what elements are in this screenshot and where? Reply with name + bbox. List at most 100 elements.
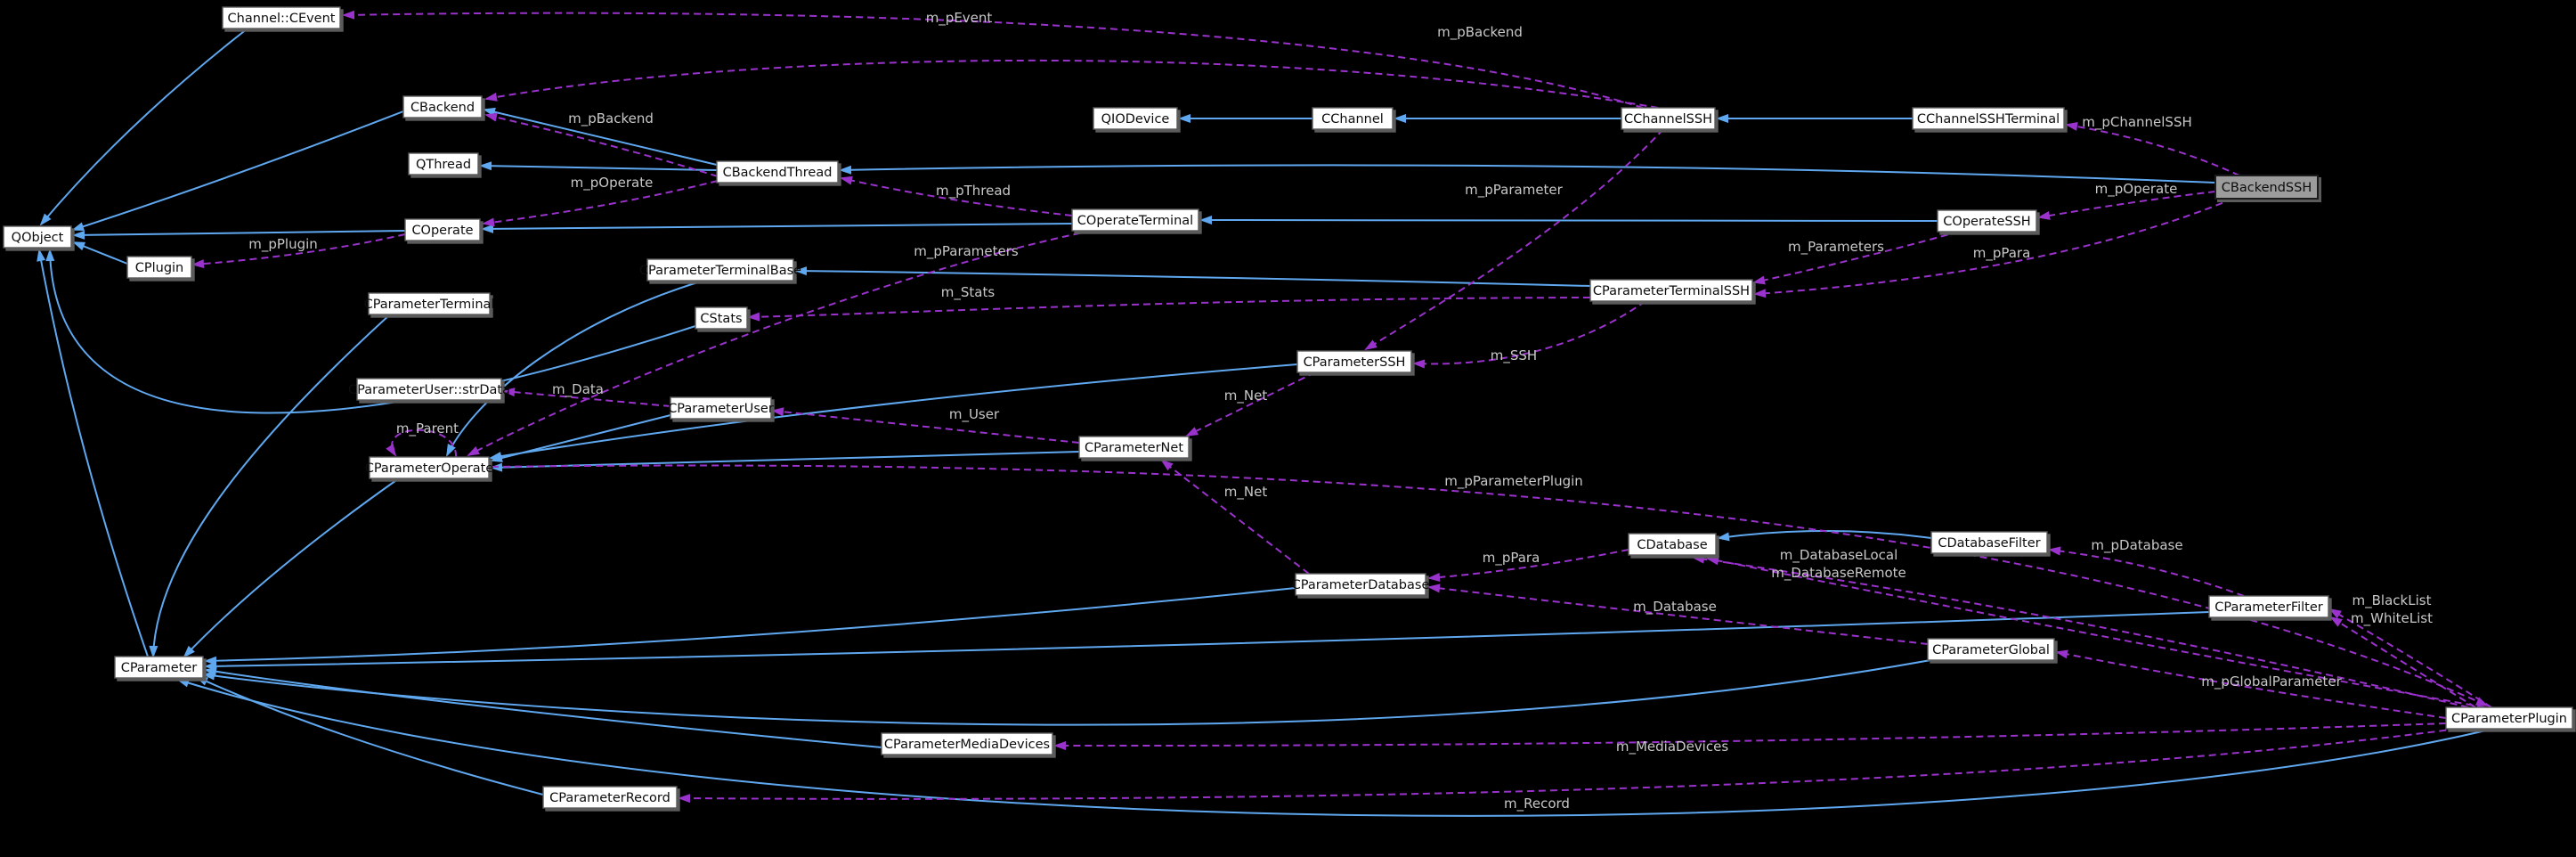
- node-box-cparameter[interactable]: [114, 656, 204, 679]
- node-label-cchannelsshterminal: CChannelSSHTerminal: [1917, 112, 2060, 127]
- node-label-cplugin: CPlugin: [135, 261, 184, 275]
- node-qobject[interactable]: QObject: [3, 225, 72, 249]
- node-box-cchannelsshterminal[interactable]: [1912, 107, 2065, 130]
- node-cbackendssh[interactable]: CBackendSSH: [2214, 175, 2319, 200]
- node-cparameter[interactable]: CParameter: [114, 656, 204, 679]
- node-label-cparameteruser-strdata: CParameterUser::strData: [348, 383, 510, 397]
- node-box-cparameterssh[interactable]: [1296, 350, 1412, 373]
- edge-label-m-pbackend: m_pBackend: [1437, 24, 1523, 41]
- node-cbackend[interactable]: CBackend: [402, 95, 483, 118]
- edge-label-m-pparameters: m_pParameters: [914, 243, 1019, 260]
- edge-label-m-stats: m_Stats: [941, 284, 995, 301]
- node-box-cbackendthread[interactable]: [716, 160, 839, 184]
- node-box-cparameterterminalbase[interactable]: [646, 258, 794, 282]
- node-label-cbackendthread: CBackendThread: [723, 166, 833, 180]
- node-box-cdatabase[interactable]: [1628, 533, 1717, 556]
- member-edge-coperatessh-cparameterterminalssh: [1752, 231, 1960, 285]
- node-box-cparameteruser[interactable]: [670, 396, 772, 420]
- node-cparameteruser-strdata[interactable]: CParameterUser::strData: [348, 378, 510, 401]
- node-box-qobject[interactable]: [3, 225, 72, 249]
- node-cparameterterminal[interactable]: CParameterTerminal: [364, 292, 495, 315]
- inherit-edge-cparameterterminal-cparameter: [149, 314, 391, 658]
- inherit-edge-cparameterterminalbase-cparameteroperate: [446, 280, 704, 457]
- node-box-coperateterminal[interactable]: [1071, 208, 1199, 232]
- node-cparametermediadevices[interactable]: CParameterMediaDevices: [881, 732, 1053, 755]
- node-label-cparameterterminalssh: CParameterTerminalSSH: [1593, 284, 1750, 298]
- node-label-cdatabasefilter: CDatabaseFilter: [1938, 536, 2040, 551]
- node-cchannelsshterminal[interactable]: CChannelSSHTerminal: [1912, 107, 2065, 130]
- member-edge-cparameterssh-cparameternet: [1185, 371, 1316, 437]
- member-edge-cparameterplugin-cparameterfilter: [2329, 616, 2476, 708]
- node-cparameterdatabase[interactable]: CParameterDatabase: [1292, 573, 1430, 596]
- node-box-cparametermediadevices[interactable]: [881, 732, 1053, 755]
- inherit-edge-cplugin-qobject: [72, 241, 128, 265]
- node-cchannel[interactable]: CChannel: [1312, 107, 1394, 130]
- member-edge-cparameterplugin-cparametermediadevices: [1053, 722, 2447, 751]
- node-label-cparameterdatabase: CParameterDatabase: [1292, 578, 1430, 592]
- node-box-cparameterterminal[interactable]: [368, 292, 491, 315]
- node-cstats[interactable]: CStats: [695, 306, 748, 330]
- node-label-qiodevice: QIODevice: [1101, 112, 1170, 127]
- edge-label-m-ssh: m_SSH: [1491, 347, 1537, 364]
- node-box-cparameterplugin[interactable]: [2445, 706, 2573, 730]
- node-cparameternet[interactable]: CParameterNet: [1078, 436, 1190, 459]
- node-box-cparameteroperate[interactable]: [369, 456, 490, 479]
- node-box-cparameterdatabase[interactable]: [1295, 573, 1426, 596]
- node-cparameteruser[interactable]: CParameterUser: [668, 396, 774, 420]
- node-cparameterglobal[interactable]: CParameterGlobal: [1927, 638, 2055, 661]
- inherit-edge-cparameterdatabase-cparameter: [204, 587, 1296, 665]
- member-edge-cparameteruser-cparameteruser-strdata: [502, 388, 671, 407]
- node-cparameterssh[interactable]: CParameterSSH: [1296, 350, 1412, 373]
- node-box-coperatessh[interactable]: [1937, 209, 2037, 233]
- node-box-cbackendssh[interactable]: [2214, 175, 2319, 200]
- inherit-edge-cparametermediadevices-cparameter: [204, 666, 882, 748]
- node-cbackendthread[interactable]: CBackendThread: [716, 160, 839, 184]
- node-cparameterplugin[interactable]: CParameterPlugin: [2445, 706, 2573, 730]
- node-box-cplugin[interactable]: [126, 256, 192, 279]
- node-cparameterrecord[interactable]: CParameterRecord: [542, 786, 678, 809]
- node-qiodevice[interactable]: QIODevice: [1093, 107, 1178, 130]
- node-cdatabase[interactable]: CDatabase: [1628, 533, 1717, 556]
- edge-label-m-ppara: m_pPara: [1973, 245, 2031, 262]
- member-edge-cparameterglobal-cparameterdatabase: [1427, 584, 1929, 645]
- node-box-cparameternet[interactable]: [1078, 436, 1190, 459]
- node-qthread[interactable]: QThread: [408, 152, 479, 175]
- node-label-cparameterterminalbase: CParameterTerminalBase: [639, 264, 801, 278]
- node-cplugin[interactable]: CPlugin: [126, 256, 192, 279]
- node-box-channel-cevent[interactable]: [222, 6, 341, 29]
- node-cdatabasefilter[interactable]: CDatabaseFilter: [1930, 531, 2048, 554]
- node-label-cparameterglobal: CParameterGlobal: [1932, 643, 2050, 657]
- node-box-cstats[interactable]: [695, 306, 748, 330]
- node-coperateterminal[interactable]: COperateTerminal: [1071, 208, 1199, 232]
- member-edge-coperateterminal-cparameteroperate: [467, 230, 1093, 456]
- node-label-cparameteroperate: CParameterOperate: [365, 461, 494, 476]
- member-edge-cchannelssh-cbackend: [484, 59, 1659, 109]
- node-box-cparameterglobal[interactable]: [1927, 638, 2055, 661]
- node-label-coperate: COperate: [411, 224, 473, 238]
- inherit-edge-cparameteroperate-cparameter: [183, 477, 400, 658]
- node-box-coperate[interactable]: [404, 218, 481, 241]
- node-box-qiodevice[interactable]: [1093, 107, 1178, 130]
- member-edge-cparameterterminalssh-cparameterssh: [1412, 300, 1646, 369]
- node-box-cdatabasefilter[interactable]: [1930, 531, 2048, 554]
- node-coperate[interactable]: COperate: [404, 218, 481, 241]
- node-box-cparameterterminalssh[interactable]: [1589, 279, 1753, 302]
- node-box-cchannel[interactable]: [1312, 107, 1394, 130]
- node-cparameterfilter[interactable]: CParameterFilter: [2208, 595, 2329, 618]
- node-box-cbackend[interactable]: [402, 95, 483, 118]
- node-box-cparameterrecord[interactable]: [542, 786, 678, 809]
- node-box-cparameterfilter[interactable]: [2208, 595, 2329, 618]
- node-label-qobject: QObject: [12, 231, 64, 245]
- node-box-cchannelssh[interactable]: [1621, 107, 1716, 130]
- node-cparameterterminalssh[interactable]: CParameterTerminalSSH: [1589, 279, 1753, 302]
- node-cparameterterminalbase[interactable]: CParameterTerminalBase: [639, 258, 801, 282]
- node-box-cparameteruser-strdata[interactable]: [356, 378, 502, 401]
- node-channel-cevent[interactable]: Channel::CEvent: [222, 6, 341, 29]
- edge-label-m-mediadevices: m_MediaDevices: [1616, 739, 1728, 755]
- node-coperatessh[interactable]: COperateSSH: [1937, 209, 2037, 233]
- node-cchannelssh[interactable]: CChannelSSH: [1621, 107, 1716, 130]
- node-box-qthread[interactable]: [408, 152, 479, 175]
- node-cparameteroperate[interactable]: CParameterOperate: [365, 456, 494, 479]
